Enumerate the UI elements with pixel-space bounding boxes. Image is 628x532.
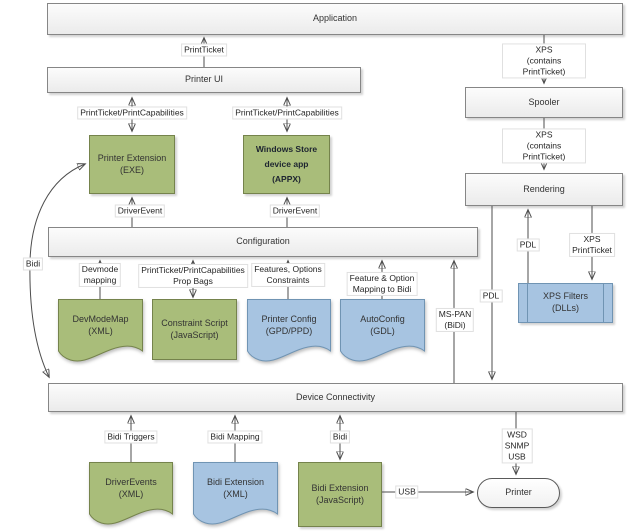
edge-label-features-options: Features, Options Constraints bbox=[251, 262, 325, 288]
node-label: Windows Store device app (APPX) bbox=[255, 143, 318, 185]
edge-label-pdl-down: PDL bbox=[479, 289, 503, 303]
node-bidi-extension-js: Bidi Extension (JavaScript) bbox=[298, 462, 382, 527]
edge-label-wsd-snmp-usb: WSD SNMP USB bbox=[501, 428, 533, 464]
edge-label-ptpc-right: PrintTicket/PrintCapabilities bbox=[232, 106, 342, 120]
node-label: Bidi Extension (XML) bbox=[206, 476, 265, 499]
node-label: XPS Filters (DLLs) bbox=[542, 291, 588, 313]
edge-label-ms-pan-bidi: MS-PAN (BiDi) bbox=[435, 307, 475, 333]
node-constraint-script: Constraint Script (JavaScript) bbox=[152, 299, 237, 360]
edge-label-bidi-triggers: Bidi Triggers bbox=[104, 430, 158, 444]
node-label: Rendering bbox=[523, 183, 565, 194]
node-label: Printer Config (GPD/PPD) bbox=[261, 313, 317, 336]
node-label: Configuration bbox=[236, 236, 290, 247]
node-label: DriverEvents (XML) bbox=[105, 476, 157, 499]
node-application: Application bbox=[47, 3, 623, 35]
node-label: Printer Extension (EXE) bbox=[97, 152, 167, 175]
edge-label-usb: USB bbox=[395, 485, 419, 499]
document-shape bbox=[89, 462, 173, 525]
edge-label-pdl-up: PDL bbox=[516, 238, 540, 252]
node-label: Printer bbox=[505, 487, 532, 498]
edge-label-driverevent-left: DriverEvent bbox=[114, 204, 166, 218]
edge-label-ptpc-left: PrintTicket/PrintCapabilities bbox=[77, 106, 187, 120]
document-shape bbox=[247, 299, 331, 362]
edge-label-xps-printticket: XPS PrintTicket bbox=[569, 232, 615, 258]
node-label: Printer UI bbox=[184, 74, 223, 85]
node-bidi-extension-xml: Bidi Extension (XML) bbox=[193, 462, 278, 526]
edge-label-feature-option-mapping: Feature & Option Mapping to Bidi bbox=[346, 271, 418, 297]
node-driverevents: DriverEvents (XML) bbox=[89, 462, 173, 526]
edge-label-bidi-curve: Bidi bbox=[22, 257, 44, 271]
node-rendering: Rendering bbox=[465, 173, 623, 206]
node-printer-extension: Printer Extension (EXE) bbox=[89, 135, 175, 194]
node-printer: Printer bbox=[477, 478, 560, 508]
node-label: AutoConfig (GDL) bbox=[360, 313, 405, 336]
node-spooler: Spooler bbox=[465, 87, 623, 118]
node-device-connectivity: Device Connectivity bbox=[48, 383, 623, 412]
node-label: DevModeMap (XML) bbox=[72, 313, 129, 336]
edge-label-xps-contains-printticket-1: XPS (contains PrintTicket) bbox=[502, 43, 586, 79]
node-label: Bidi Extension (JavaScript) bbox=[311, 482, 369, 505]
node-configuration: Configuration bbox=[48, 227, 478, 257]
node-xps-filters: XPS Filters (DLLs) bbox=[518, 283, 613, 323]
edge-label-xps-contains-printticket-2: XPS (contains PrintTicket) bbox=[502, 128, 586, 164]
document-shape bbox=[340, 299, 425, 362]
node-printer-ui: Printer UI bbox=[47, 67, 361, 93]
node-windows-store-device-app: Windows Store device app (APPX) bbox=[243, 135, 330, 194]
node-label: Device Connectivity bbox=[295, 391, 376, 402]
node-label: Constraint Script (JavaScript) bbox=[161, 317, 228, 340]
edge-label-printticket: PrintTicket bbox=[181, 43, 227, 57]
edge-label-devmode-mapping: Devmode mapping bbox=[78, 262, 122, 288]
edge-label-bidi: Bidi bbox=[329, 430, 351, 444]
edge-label-bidi-mapping: Bidi Mapping bbox=[207, 430, 263, 444]
node-autoconfig: AutoConfig (GDL) bbox=[340, 299, 425, 363]
node-printer-config: Printer Config (GPD/PPD) bbox=[247, 299, 331, 363]
edge-label-prop-bags: PrintTicket/PrintCapabilities Prop Bags bbox=[138, 263, 248, 289]
node-label: Application bbox=[312, 13, 358, 24]
edge-label-driverevent-right: DriverEvent bbox=[269, 204, 321, 218]
node-devmodemap: DevModeMap (XML) bbox=[58, 299, 143, 363]
document-shape bbox=[193, 462, 278, 525]
node-label: Spooler bbox=[528, 96, 560, 107]
